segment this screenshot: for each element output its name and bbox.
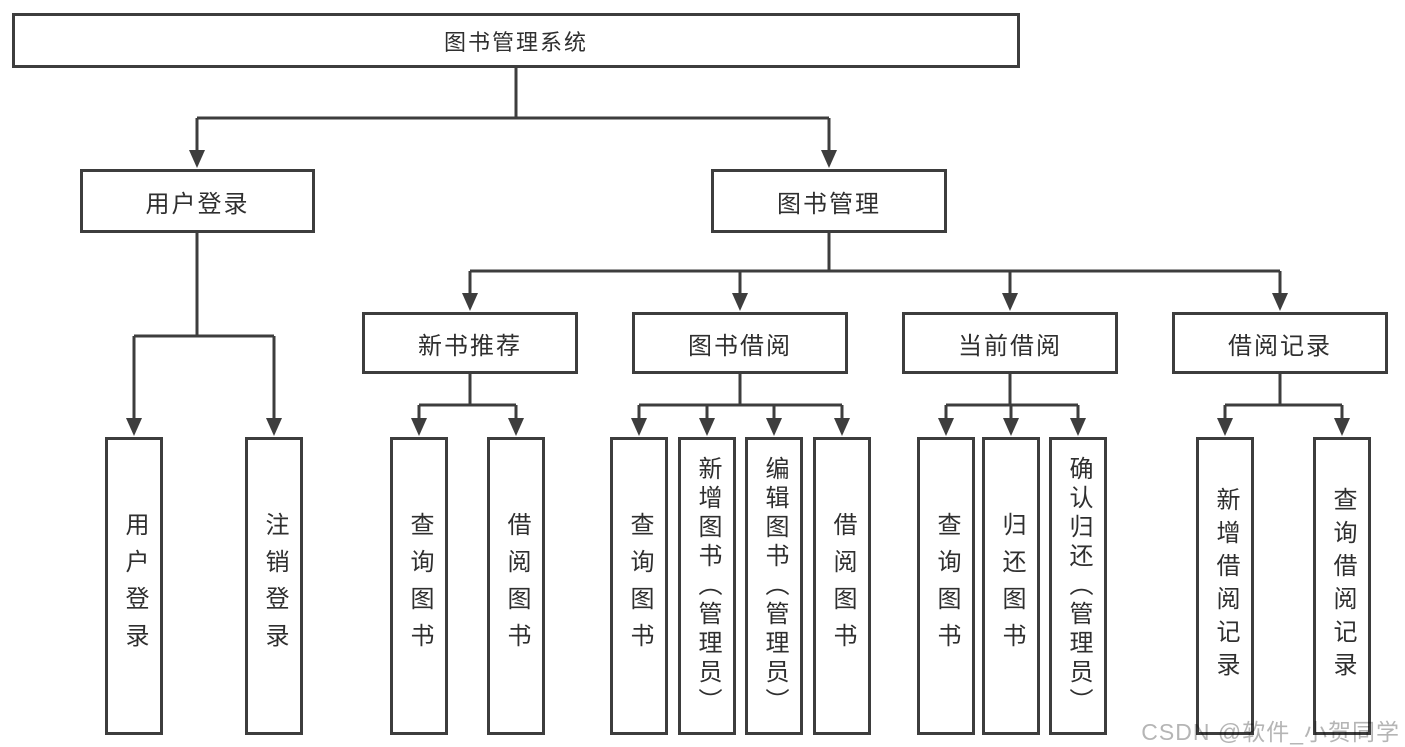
leaf-nbr-query-books: 查询图书 bbox=[390, 437, 448, 735]
node-label: 编辑图书（管理员） bbox=[761, 455, 788, 717]
leaf-cb-return-books: 归还图书 bbox=[982, 437, 1040, 735]
node-label: 用户登录 bbox=[145, 190, 250, 218]
leaf-br-query-record: 查询借阅记录 bbox=[1313, 437, 1371, 735]
arrow-down-icon bbox=[1002, 293, 1018, 311]
node-label: 借阅图书 bbox=[503, 512, 530, 660]
watermark: CSDN @软件_小贺同学 bbox=[1141, 719, 1400, 745]
arrow-down-icon bbox=[821, 150, 837, 168]
arrow-down-icon bbox=[699, 418, 715, 436]
node-label: 注销登录 bbox=[261, 512, 288, 660]
leaf-nbr-borrow-books: 借阅图书 bbox=[487, 437, 545, 735]
node-book-management-system: 图书管理系统 bbox=[12, 13, 1020, 68]
leaf-user-login: 用户登录 bbox=[105, 437, 163, 735]
arrow-down-icon bbox=[508, 418, 524, 436]
node-label: 查询图书 bbox=[626, 512, 653, 660]
node-label: 借阅图书 bbox=[829, 512, 856, 660]
arrow-down-icon bbox=[411, 418, 427, 436]
node-label: 新增借阅记录 bbox=[1212, 487, 1239, 685]
leaf-cb-confirm-return-admin: 确认归还（管理员） bbox=[1049, 437, 1107, 735]
node-book-borrowing: 图书借阅 bbox=[632, 312, 848, 374]
node-label: 查询借阅记录 bbox=[1329, 487, 1356, 685]
node-label: 归还图书 bbox=[998, 512, 1025, 660]
arrow-down-icon bbox=[1070, 418, 1086, 436]
leaf-bb-query-books: 查询图书 bbox=[610, 437, 668, 735]
arrow-down-icon bbox=[631, 418, 647, 436]
arrow-down-icon bbox=[1217, 418, 1233, 436]
arrow-down-icon bbox=[938, 418, 954, 436]
node-label: 图书管理系统 bbox=[443, 29, 588, 55]
leaf-logout: 注销登录 bbox=[245, 437, 303, 735]
node-label: 图书借阅 bbox=[688, 332, 792, 360]
node-label: 当前借阅 bbox=[958, 332, 1062, 360]
leaf-bb-edit-book-admin: 编辑图书（管理员） bbox=[745, 437, 803, 735]
node-label: 借阅记录 bbox=[1228, 332, 1332, 360]
node-label: 查询图书 bbox=[933, 512, 960, 660]
node-label: 用户登录 bbox=[121, 512, 148, 660]
arrow-down-icon bbox=[834, 418, 850, 436]
arrow-down-icon bbox=[126, 418, 142, 436]
arrow-down-icon bbox=[1272, 293, 1288, 311]
node-borrowing-records: 借阅记录 bbox=[1172, 312, 1388, 374]
arrow-down-icon bbox=[732, 293, 748, 311]
arrow-down-icon bbox=[1003, 418, 1019, 436]
node-current-borrowing: 当前借阅 bbox=[902, 312, 1118, 374]
node-new-book-recommend: 新书推荐 bbox=[362, 312, 578, 374]
node-label: 图书管理 bbox=[777, 190, 881, 218]
arrow-down-icon bbox=[462, 293, 478, 311]
node-label: 新书推荐 bbox=[418, 332, 522, 360]
node-user-login: 用户登录 bbox=[80, 169, 315, 233]
node-label: 查询图书 bbox=[406, 512, 433, 660]
node-book-management: 图书管理 bbox=[711, 169, 947, 233]
arrow-down-icon bbox=[189, 150, 205, 168]
node-label: 确认归还（管理员） bbox=[1065, 455, 1092, 717]
arrow-down-icon bbox=[1334, 418, 1350, 436]
leaf-bb-add-book-admin: 新增图书（管理员） bbox=[678, 437, 736, 735]
leaf-br-add-record: 新增借阅记录 bbox=[1196, 437, 1254, 735]
arrow-down-icon bbox=[766, 418, 782, 436]
node-label: 新增图书（管理员） bbox=[694, 455, 721, 717]
arrow-down-icon bbox=[266, 418, 282, 436]
leaf-bb-borrow-books: 借阅图书 bbox=[813, 437, 871, 735]
leaf-cb-query-books: 查询图书 bbox=[917, 437, 975, 735]
